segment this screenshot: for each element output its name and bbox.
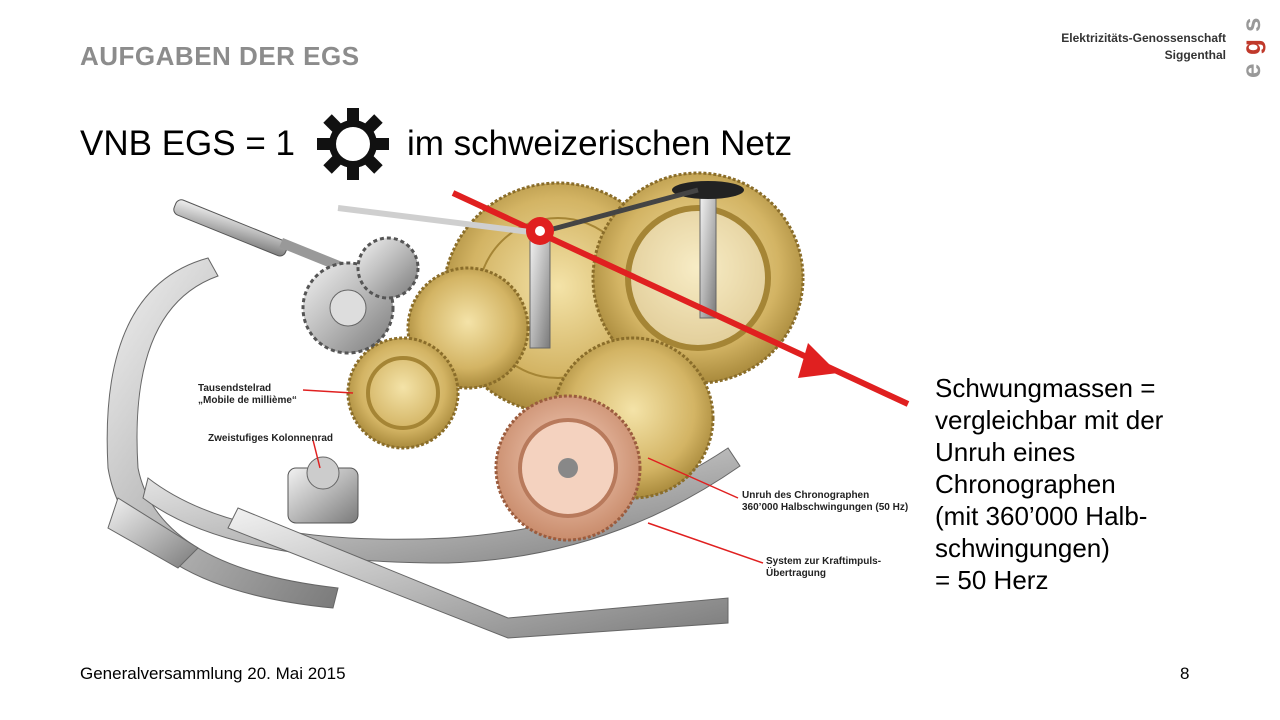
explanation-line: Schwungmassen = <box>935 373 1156 403</box>
chronograph-illustration: Tausendstelrad „Mobile de millième“ Zwei… <box>88 168 918 648</box>
slide-title: VNB EGS = 1 im schweizerischen Netz <box>80 104 792 184</box>
logo-line-2: Siggenthal <box>1164 48 1226 62</box>
footer-text: Generalversammlung 20. Mai 2015 <box>80 664 346 683</box>
callout-tausendstelrad: Tausendstelrad „Mobile de millième“ <box>198 383 297 406</box>
egs-logo-mark: e g s <box>1236 18 1266 78</box>
svg-text:e: e <box>1236 64 1266 78</box>
company-logo: Elektrizitäts-Genossenschaft Siggenthal … <box>1061 10 1266 80</box>
explanation-line: schwingungen) <box>935 533 1110 563</box>
section-title: AUFGABEN DER EGS <box>80 41 360 71</box>
gear-icon <box>313 104 393 184</box>
callout-unruh: Unruh des Chronographen 360’000 Halbschw… <box>742 490 909 513</box>
logo-line-1: Elektrizitäts-Genossenschaft <box>1061 31 1226 45</box>
callout-kraftimpuls: System zur Kraftimpuls- Übertragung <box>766 556 882 579</box>
explanation-line: Chronographen <box>935 469 1116 499</box>
explanation-line: vergleichbar mit der <box>935 405 1164 435</box>
explanation-line: Unruh eines <box>935 437 1076 467</box>
explanation-line: (mit 360’000 Halb- <box>935 501 1148 531</box>
title-right: im schweizerischen Netz <box>406 124 793 163</box>
page-number: 8 <box>1180 664 1190 683</box>
title-left: VNB EGS = 1 <box>80 124 295 163</box>
callout-kolonnenrad: Zweistufiges Kolonnenrad <box>208 433 334 444</box>
explanation-line: = 50 Herz <box>935 565 1049 595</box>
svg-text:g: g <box>1236 39 1266 55</box>
mechanism-drawing <box>106 171 910 639</box>
explanation-text: Schwungmassen = vergleichbar mit der Unr… <box>935 372 1163 596</box>
svg-text:s: s <box>1236 18 1266 32</box>
